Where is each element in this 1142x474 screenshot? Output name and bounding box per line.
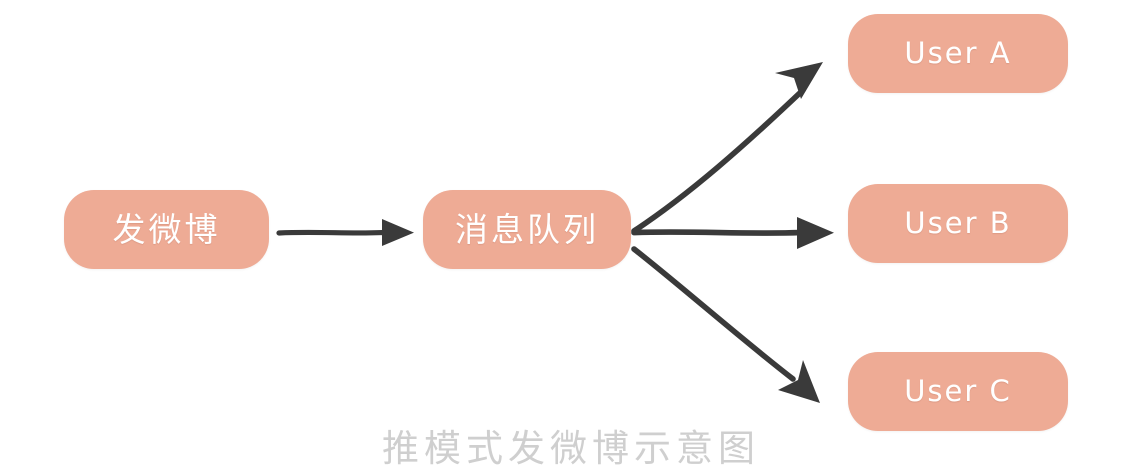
node-message-queue[interactable]: 消息队列 bbox=[423, 190, 631, 269]
arrow-queue-to-user-c bbox=[631, 246, 820, 403]
node-user-b-label: User B bbox=[904, 206, 1012, 240]
arrow-queue-to-user-a bbox=[631, 62, 823, 234]
node-user-a-label: User A bbox=[904, 36, 1012, 70]
node-user-c[interactable]: User C bbox=[848, 352, 1068, 431]
node-user-b[interactable]: User B bbox=[848, 184, 1068, 263]
node-post-weibo-label: 发微博 bbox=[112, 210, 221, 249]
node-user-c-label: User C bbox=[904, 374, 1012, 408]
arrow-post-to-queue bbox=[276, 219, 414, 246]
node-post-weibo[interactable]: 发微博 bbox=[64, 190, 269, 269]
arrow-queue-to-user-b bbox=[631, 217, 834, 249]
diagram-caption: 推模式发微博示意图 bbox=[382, 427, 760, 470]
node-message-queue-label: 消息队列 bbox=[455, 210, 599, 249]
node-user-a[interactable]: User A bbox=[848, 14, 1068, 93]
